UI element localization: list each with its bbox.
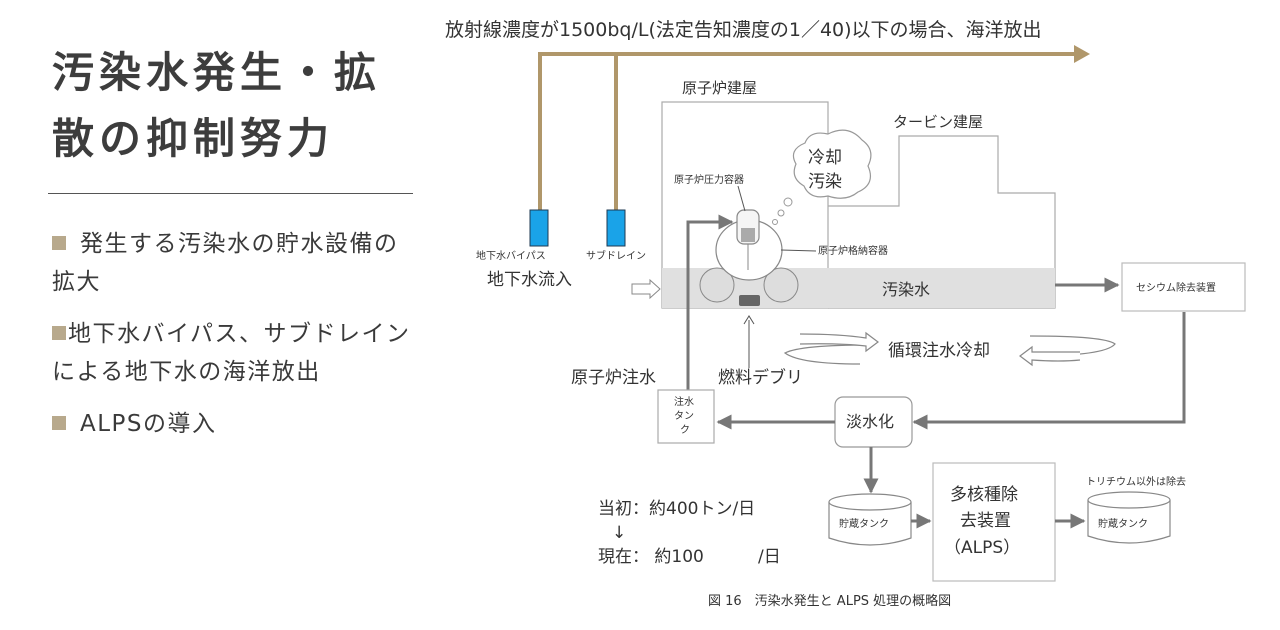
inflow-arrow-icon [631, 278, 661, 300]
storage-tank-1-icon [828, 493, 912, 546]
bullet-item-groundwater: 地下水バイパス、サブドレインによる地下水の海洋放出 [52, 315, 412, 391]
slide-title-line-1: 汚染水発生・拡 [52, 48, 382, 97]
bullet-square-icon [52, 236, 66, 250]
slide-title: 汚染水発生・拡 散の抑制努力 [52, 40, 432, 172]
reduction-arrow-icon: ↓ [612, 523, 626, 543]
bullet-item-storage: 発生する汚染水の貯水設備の拡大 [52, 225, 412, 301]
discharge-label: 放射線濃度が1500bq/L(法定告知濃度の1／40)以下の場合、海洋放出 [445, 19, 1042, 41]
contamination-label: 汚染 [808, 172, 842, 192]
alps-label-1: 多核種除 [950, 485, 1018, 505]
injection-tank-label-3: ク [680, 424, 690, 436]
pressure-vessel-label: 原子炉圧力容器 [674, 173, 744, 186]
current-volume-label: 現在： 約100 [598, 547, 704, 567]
cooling-bubble [772, 129, 872, 225]
arrow-cesium-to-desal [912, 312, 1186, 430]
initial-volume-label: 当初：約400トン/日 [598, 499, 755, 519]
reactor-injection-label: 原子炉注水 [571, 368, 656, 388]
contaminated-water-label: 汚染水 [882, 280, 930, 299]
discharge-arrowhead-icon [1074, 45, 1090, 63]
storage-tank-1-label: 貯蔵タンク [839, 517, 889, 530]
storage-tank-2-icon [1087, 491, 1171, 544]
groundwater-bypass-pump-icon [529, 209, 549, 247]
bullet-list: 発生する汚染水の貯水設備の拡大 地下水バイパス、サブドレインによる地下水の海洋放… [52, 225, 412, 457]
bullet-item-alps: ALPSの導入 [52, 405, 412, 443]
reactor-vessel-group [699, 209, 799, 306]
tritium-note: トリチウム以外は除去 [1086, 475, 1186, 488]
bullet-square-icon [52, 416, 66, 430]
cesium-removal-box [1121, 262, 1246, 312]
circulation-icon [783, 331, 1116, 367]
alps-label-2: 去装置 [960, 511, 1011, 531]
groundwater-inflow-label: 地下水流入 [487, 270, 572, 290]
alps-box [932, 462, 1056, 582]
groundwater-bypass-label: 地下水バイパス [476, 249, 546, 262]
injection-tank-label-2: タン [674, 410, 694, 422]
fuel-debris-icon [739, 295, 760, 306]
figure-caption: 図 16 汚染水発生と ALPS 処理の概略図 [708, 593, 951, 609]
circulation-cooling-label: 循環注水冷却 [888, 341, 990, 361]
title-divider [48, 193, 413, 194]
subdrain-label: サブドレイン [586, 249, 646, 262]
cooling-label: 冷却 [808, 148, 842, 168]
subdrain-pump-icon [606, 209, 626, 247]
bullet-square-icon [52, 326, 66, 340]
storage-tank-2-label: 貯蔵タンク [1098, 517, 1148, 530]
desalination-label: 淡水化 [846, 412, 894, 431]
bullet-text-groundwater: 地下水バイパス、サブドレインによる地下水の海洋放出 [52, 321, 411, 385]
injection-tank-box [657, 389, 715, 444]
current-volume-unit: /日 [758, 547, 781, 567]
fuel-debris-label: 燃料デブリ [718, 367, 803, 388]
reactor-building-label: 原子炉建屋 [682, 79, 757, 97]
containment-vessel-label: 原子炉格納容器 [818, 244, 888, 257]
bullet-text-alps: ALPSの導入 [80, 411, 217, 437]
discharge-route [538, 45, 1090, 210]
alps-label-3: （ALPS） [944, 538, 1020, 558]
injection-tank-label-1: 注水 [674, 395, 694, 408]
turbine-building-label: タービン建屋 [893, 113, 983, 131]
slide-title-line-2: 散の抑制努力 [52, 114, 335, 163]
cesium-removal-label: セシウム除去装置 [1136, 281, 1216, 294]
bullet-text-storage: 発生する汚染水の貯水設備の拡大 [52, 231, 399, 295]
